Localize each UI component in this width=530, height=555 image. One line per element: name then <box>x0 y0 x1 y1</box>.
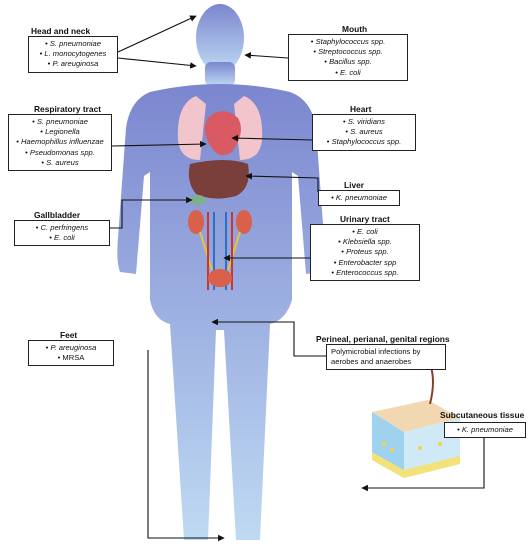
list-item: S. pneumoniae <box>33 39 113 49</box>
list-item: S. pneumoniae <box>13 117 107 127</box>
list-item: Bacillus spp. <box>293 57 403 67</box>
list-item: K. pneumoniae <box>449 425 521 435</box>
mouth-box: Staphylococcus spp. Streptococcus spp. B… <box>288 34 408 81</box>
respiratory-title: Respiratory tract <box>34 104 102 114</box>
respiratory-box: S. pneumoniae Legionella Haemophillus in… <box>8 114 112 172</box>
head-neck-box: S. pneumoniae L. monocytogenes P. areugi… <box>28 36 118 73</box>
urinary-title: Urinary tract <box>340 214 390 224</box>
list-item: E. coli <box>315 227 415 237</box>
list-item: MRSA <box>33 353 109 363</box>
list-item: K. pneumoniae <box>323 193 395 203</box>
list-item: Proteus spp. <box>315 247 415 257</box>
feet-box: P. areuginosa MRSA <box>28 340 114 367</box>
list-item: S. aureus <box>13 158 107 168</box>
perineal-box: Polymicrobial infections by aerobes and … <box>326 344 446 371</box>
list-item: Enterococcus spp. <box>315 268 415 278</box>
liver-box: K. pneumoniae <box>318 190 400 207</box>
list-item: E. coli <box>19 233 105 243</box>
human-silhouette <box>117 4 325 540</box>
gallbladder-organ <box>190 195 206 205</box>
head-neck-title: Head and neck <box>31 26 91 36</box>
list-item: Haemophillus influenzae <box>13 137 107 147</box>
list-item: S. aureus <box>317 127 411 137</box>
list-item: Pseudomonas spp. <box>13 148 107 158</box>
list-item: E. coli <box>293 68 403 78</box>
list-item: P. areuginosa <box>33 343 109 353</box>
list-item: Legionella <box>13 127 107 137</box>
connector-lines <box>110 15 485 542</box>
list-item: P. areuginosa <box>33 59 113 69</box>
subcutaneous-title: Subcutaneous tissue <box>440 410 525 420</box>
heart-title: Heart <box>350 104 372 114</box>
list-item: Klebsiella spp. <box>315 237 415 247</box>
gallbladder-box: C. perfringens E. coli <box>14 220 110 247</box>
skin-tissue-illustration <box>372 363 460 478</box>
liver-title: Liver <box>344 180 365 190</box>
list-item: Staphylococcus spp. <box>317 137 411 147</box>
liver-organ <box>188 160 249 199</box>
heart-organ <box>204 111 241 156</box>
gallbladder-title: Gallbladder <box>34 210 81 220</box>
urinary-organs <box>188 210 252 290</box>
perineal-title: Perineal, perianal, genital regions <box>316 334 450 344</box>
list-item: C. perfringens <box>19 223 105 233</box>
list-item: Staphylococcus spp. <box>293 37 403 47</box>
feet-title: Feet <box>60 330 78 340</box>
list-item: S. viridians <box>317 117 411 127</box>
heart-box: S. viridians S. aureus Staphylococcus sp… <box>312 114 416 151</box>
list-item: Streptococcus spp. <box>293 47 403 57</box>
list-item: L. monocytogenes <box>33 49 113 59</box>
mouth-title: Mouth <box>342 24 368 34</box>
urinary-box: E. coli Klebsiella spp. Proteus spp. Ent… <box>310 224 420 282</box>
subcutaneous-box: K. pneumoniae <box>444 422 526 439</box>
list-item: Enterobacter spp <box>315 258 415 268</box>
perineal-text: Polymicrobial infections by aerobes and … <box>331 347 421 367</box>
